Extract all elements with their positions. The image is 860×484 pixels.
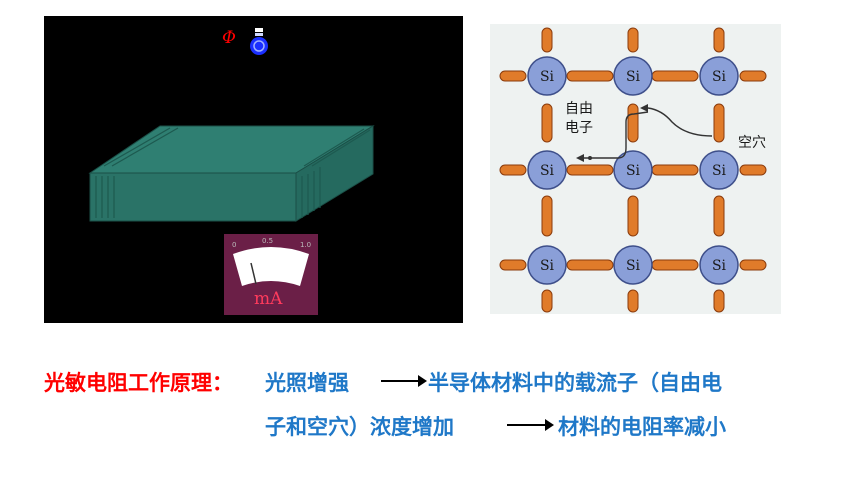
atom-label: Si bbox=[540, 69, 555, 85]
atom-label: Si bbox=[712, 258, 727, 274]
free-electron-dot bbox=[588, 156, 592, 160]
meter-unit: mA bbox=[254, 289, 283, 309]
si-atoms bbox=[527, 56, 739, 285]
covalent-bonds bbox=[499, 27, 767, 313]
atom-label: Si bbox=[540, 258, 555, 274]
caption-step3: 材料的电阻率减小 bbox=[558, 415, 726, 439]
atom-label: Si bbox=[712, 163, 727, 179]
meter-tick-max: 1.0 bbox=[300, 241, 311, 249]
caption-step1: 光照增强 bbox=[265, 371, 349, 395]
hole-label: 空穴 bbox=[738, 135, 766, 151]
electron-path-line bbox=[584, 111, 649, 159]
silicon-lattice-panel: Si Si Si Si Si Si Si Si Si 自由 电子 空穴 bbox=[490, 24, 781, 314]
phi-symbol: Φ bbox=[222, 28, 236, 48]
atom-label: Si bbox=[626, 258, 641, 274]
experiment-illustration: Φ 0 0.5 1. bbox=[88, 28, 375, 315]
hole-pointer-line bbox=[647, 107, 713, 137]
hole-arrow-icon bbox=[640, 104, 648, 112]
caption-title: 光敏电阻工作原理： bbox=[44, 371, 233, 395]
atom-label: Si bbox=[626, 163, 641, 179]
photoresistor-experiment-panel: Φ 0 0.5 1. bbox=[44, 16, 463, 323]
free-electron-label-line1: 自由 bbox=[565, 101, 593, 117]
meter-tick-mid: 0.5 bbox=[262, 237, 273, 245]
caption-step2-cont: 子和空穴）浓度增加 bbox=[265, 415, 454, 439]
meter-tick-0: 0 bbox=[232, 241, 236, 249]
caption-step2: 半导体材料中的载流子（自由电 bbox=[428, 371, 722, 395]
semiconductor-slab bbox=[88, 125, 375, 222]
arrow-icon bbox=[507, 419, 554, 431]
atom-label: Si bbox=[712, 69, 727, 85]
electron-arrow-icon bbox=[576, 154, 584, 162]
light-source-icon bbox=[250, 28, 268, 55]
free-electron-label-line2: 电子 bbox=[565, 120, 593, 136]
milliammeter bbox=[224, 234, 318, 315]
atom-label: Si bbox=[626, 69, 641, 85]
arrow-icon bbox=[381, 375, 427, 387]
atom-label: Si bbox=[540, 163, 555, 179]
silicon-lattice-diagram: Si Si Si Si Si Si Si Si Si 自由 电子 空穴 bbox=[499, 27, 767, 313]
